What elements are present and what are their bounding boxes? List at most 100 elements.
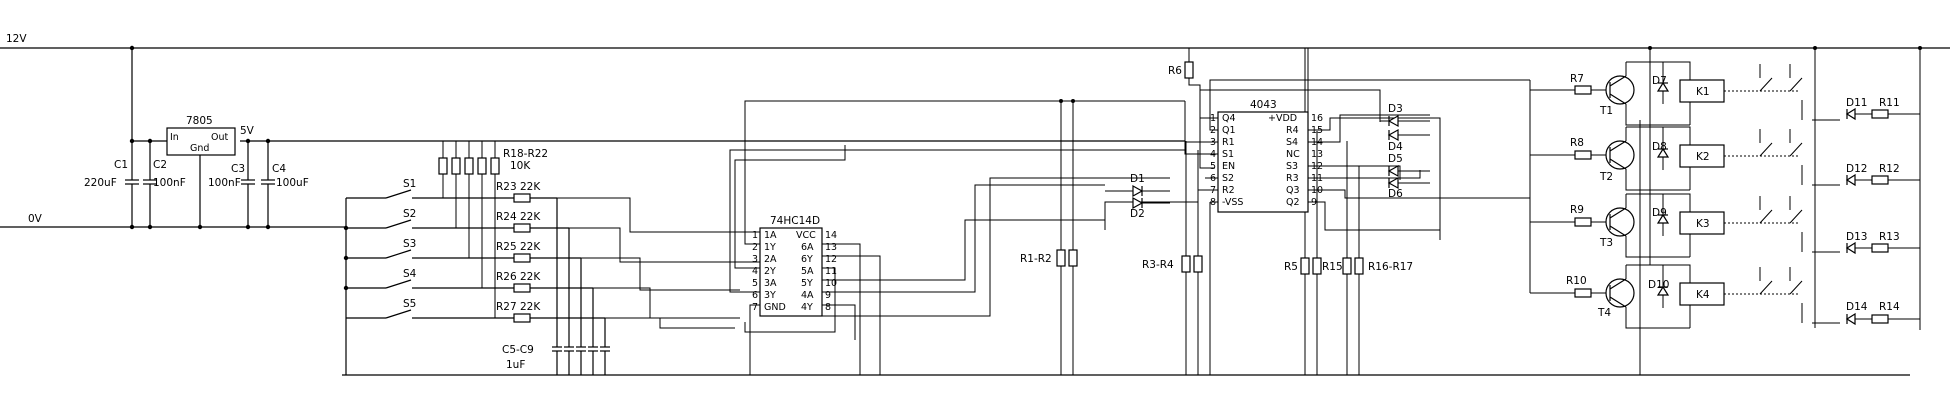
r24-label: R24 22K: [496, 211, 541, 223]
switch-s3: S3: [346, 238, 515, 259]
svg-text:11: 11: [825, 266, 837, 277]
svg-text:EN: EN: [1222, 161, 1235, 172]
regulator-in-label: In: [170, 132, 179, 143]
svg-text:13: 13: [1311, 149, 1323, 160]
switch-s2: S2: [346, 208, 515, 229]
svg-text:13: 13: [825, 242, 837, 253]
ic-4043-pins: 1 2 3 4 5 6 7 8 Q4 Q1 R1 S1 EN S2 R2 -VS…: [1210, 113, 1323, 208]
d7-label: D7: [1652, 75, 1667, 87]
ic-74hc14d-name: 74HC14D: [770, 215, 820, 227]
r8-label: R8: [1570, 137, 1584, 149]
svg-text:+VDD: +VDD: [1268, 113, 1297, 124]
svg-text:-VSS: -VSS: [1222, 197, 1243, 208]
k4-label: K4: [1696, 289, 1710, 301]
d14-label: D14: [1846, 301, 1868, 313]
svg-text:R3: R3: [1286, 173, 1299, 184]
t4-label: T4: [1597, 307, 1611, 319]
d11-label: D11: [1846, 97, 1867, 109]
r7-label: R7: [1570, 73, 1584, 85]
c2-label: C2: [153, 159, 167, 171]
r13-label: R13: [1879, 231, 1900, 243]
diode-d2: D2: [1130, 196, 1170, 220]
pullup-label: R18-R22: [503, 148, 548, 160]
supply-rail-label: 12V: [6, 33, 27, 45]
svg-text:9: 9: [825, 290, 831, 301]
r3r4-label: R3-R4: [1142, 259, 1174, 271]
svg-text:1A: 1A: [764, 230, 777, 241]
svg-text:1: 1: [752, 230, 758, 241]
driver-stage-1: R7 T1 D7 K1 D11 R11: [1530, 61, 1920, 126]
svg-text:S5: S5: [403, 298, 416, 310]
switch-s4: S4: [346, 268, 515, 289]
r26-label: R26 22K: [496, 271, 541, 283]
svg-text:S2: S2: [403, 208, 416, 220]
regulator-7805: [166, 127, 236, 156]
regulator-name: 7805: [186, 115, 213, 127]
r23-label: R23 22K: [496, 181, 541, 193]
svg-text:5: 5: [752, 278, 758, 289]
svg-text:5Y: 5Y: [801, 278, 813, 289]
svg-text:1Y: 1Y: [764, 242, 776, 253]
ic-4043-name: 4043: [1250, 99, 1277, 111]
k1-label: K1: [1696, 86, 1710, 98]
svg-text:R2: R2: [1222, 185, 1235, 196]
switch-s1: S1: [346, 178, 515, 199]
r11-label: R11: [1879, 97, 1900, 109]
svg-text:NC: NC: [1286, 149, 1300, 160]
regulator-out-label: Out: [211, 132, 228, 143]
ic-4043: [1217, 111, 1309, 213]
svg-text:Q1: Q1: [1222, 125, 1236, 136]
r12-label: R12: [1879, 163, 1900, 175]
svg-text:S4: S4: [403, 268, 417, 280]
svg-text:14: 14: [825, 230, 837, 241]
r1r2-label: R1-R2: [1020, 253, 1052, 265]
r25-label: R25 22K: [496, 241, 541, 253]
svg-text:4: 4: [752, 266, 758, 277]
svg-text:R4: R4: [1286, 125, 1299, 136]
r27-label: R27 22K: [496, 301, 541, 313]
svg-text:D1: D1: [1130, 173, 1145, 185]
k3-label: K3: [1696, 218, 1710, 230]
svg-text:16: 16: [1311, 113, 1323, 124]
k2-label: K2: [1696, 151, 1710, 163]
svg-text:Q3: Q3: [1286, 185, 1300, 196]
d13-label: D13: [1846, 231, 1867, 243]
t2-label: T2: [1599, 171, 1613, 183]
svg-text:D4: D4: [1388, 141, 1403, 153]
svg-text:5A: 5A: [801, 266, 814, 277]
svg-text:2A: 2A: [764, 254, 777, 265]
d9-label: D9: [1652, 207, 1667, 219]
svg-text:2Y: 2Y: [764, 266, 776, 277]
r5-label: R5: [1284, 261, 1298, 273]
r15-label: R15: [1322, 261, 1343, 273]
c5c9-label: C5-C9: [502, 344, 534, 356]
svg-text:3Y: 3Y: [764, 290, 776, 301]
ground-rail-label: 0V: [28, 213, 43, 225]
driver-stage-4: R10 T4 D10 K4 D14 R14: [1530, 264, 1920, 329]
svg-text:S3: S3: [1286, 161, 1298, 172]
svg-text:6Y: 6Y: [801, 254, 813, 265]
svg-text:5: 5: [1210, 161, 1216, 172]
svg-text:S2: S2: [1222, 173, 1234, 184]
svg-text:6: 6: [752, 290, 758, 301]
r14-label: R14: [1879, 301, 1900, 313]
svg-text:D6: D6: [1388, 188, 1403, 200]
svg-text:R1: R1: [1222, 137, 1235, 148]
diode-d4: D4: [1387, 128, 1430, 153]
d12-label: D12: [1846, 163, 1867, 175]
svg-text:GND: GND: [764, 302, 786, 313]
svg-text:S1: S1: [1222, 149, 1234, 160]
svg-text:4Y: 4Y: [801, 302, 813, 313]
svg-text:D2: D2: [1130, 208, 1145, 220]
r9-label: R9: [1570, 204, 1584, 216]
c2-value: 100nF: [153, 177, 186, 189]
ic-74hc14d-pins: 1 2 3 4 5 6 7 1A 1Y 2A 2Y 3A 3Y GND VCC …: [752, 230, 837, 313]
ic-74hc14d: [759, 227, 823, 317]
driver-stage-3: R9 T3 D9 K3 D13 R13: [1530, 193, 1920, 258]
pullup-value: 10K: [510, 160, 531, 172]
c3-label: C3: [231, 163, 245, 175]
diode-d5: D5: [1387, 153, 1430, 178]
svg-text:VCC: VCC: [796, 230, 816, 241]
c1-label: C1: [114, 159, 128, 171]
